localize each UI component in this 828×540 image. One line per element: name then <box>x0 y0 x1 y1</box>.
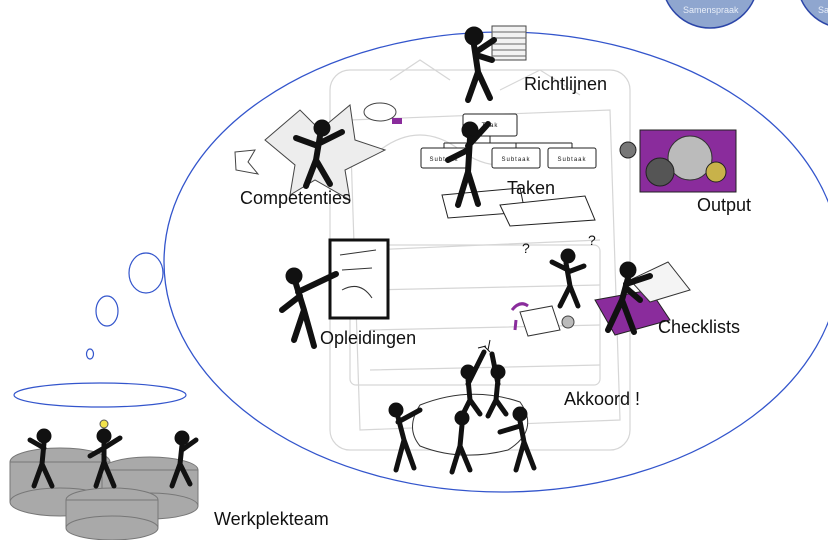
competenties-figure <box>234 102 402 201</box>
samenspraak-tab[interactable] <box>662 0 758 29</box>
samenspraak-tab-2[interactable] <box>797 0 828 28</box>
task-box-subtaak-1: Subtaak <box>429 157 458 163</box>
thought-bubbles-trail <box>13 252 187 408</box>
richtlijnen-figure <box>464 25 527 103</box>
samenspraak-tab-label[interactable]: Samenspraak <box>683 5 739 15</box>
opleidingen-label: Opleidingen <box>320 328 417 348</box>
output-icon <box>619 129 737 193</box>
taken-figure: Taak Subtaak Subtaak Subtaak <box>420 113 597 227</box>
werkplekteam-label: Werkplekteam <box>214 509 329 529</box>
svg-text:?: ? <box>588 232 596 248</box>
taken-label: Taken <box>507 178 556 198</box>
akkoord-group <box>388 339 537 475</box>
checklists-label: Checklists <box>658 317 741 337</box>
opleidingen-figure <box>279 238 390 349</box>
richtlijnen-label: Richtlijnen <box>524 74 608 94</box>
output-label: Output <box>697 195 752 215</box>
samenspraak-tab-label-2[interactable]: Sa <box>818 5 828 15</box>
akkoord-label: Akkoord ! <box>564 389 641 409</box>
task-box-subtaak-2: Subtaak <box>501 157 530 163</box>
task-box-subtaak-3: Subtaak <box>557 157 586 163</box>
svg-text:?: ? <box>522 240 530 256</box>
competenties-label: Competenties <box>240 188 352 208</box>
werkplekteam-group <box>9 419 199 540</box>
checklists-figure: ? ? <box>510 232 691 337</box>
